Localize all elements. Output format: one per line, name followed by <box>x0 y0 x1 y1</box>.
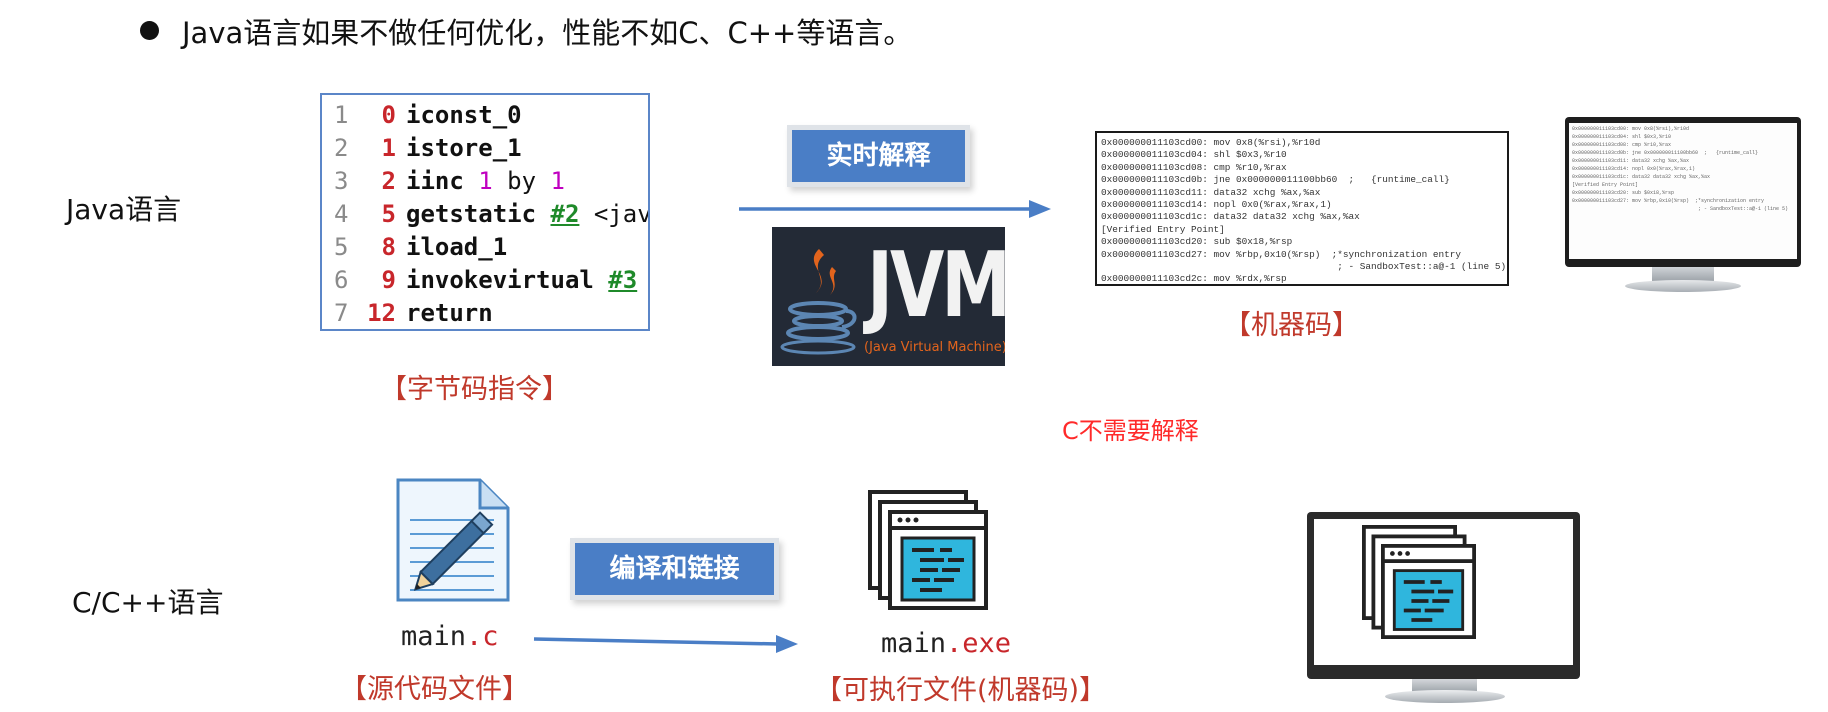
monitor-code-line: 0x000000011103cd1c: data32 data32 xchg %… <box>1572 174 1711 180</box>
bytecode-instruction: iload_1 <box>406 231 507 264</box>
exe-file-base: main <box>881 628 947 659</box>
instruction-token: istore_1 <box>406 134 522 162</box>
instruction-token: getstatic <box>406 200 551 228</box>
monitor-top-base <box>1625 280 1741 292</box>
bytecode-instruction: getstatic #2 <jav <box>406 198 650 231</box>
monitor-top: 0x000000011103cd00: mov 0x8(%rsi),%r10d 0… <box>1565 117 1801 267</box>
executable-window-icon <box>1362 525 1477 640</box>
monitor-code-line: 0x000000011103cd04: shl $0x3,%r10 <box>1572 134 1672 140</box>
machine-code-line: 0x000000011103cd1c: data32 data32 xchg %… <box>1101 211 1360 223</box>
exe-file-caption: 【可执行文件(机器码)】 <box>815 675 1107 706</box>
machine-code-line: 0x000000011103cd00: mov 0x8(%rsi),%r10d <box>1101 137 1321 148</box>
java-cup-icon <box>780 249 857 355</box>
instruction-token: by <box>492 167 551 195</box>
line-number: 3 <box>334 167 349 195</box>
machine-code-line: 0x000000011103cd20: sub $0x18,%rsp <box>1101 236 1293 248</box>
bytecode-offset: 12 <box>367 299 396 327</box>
line-number: 6 <box>334 266 349 294</box>
source-file-caption: 【源代码文件】 <box>340 674 529 705</box>
monitor-code-line: 0x000000011103cd11: data32 xchg %ax,%ax <box>1572 158 1690 164</box>
bullet-dot <box>140 21 159 40</box>
machine-code-line: 0x000000011103cd11: data32 xchg %ax,%ax <box>1101 186 1321 198</box>
line-number: 7 <box>334 299 349 327</box>
source-file-ext: .c <box>466 621 499 652</box>
machine-code-line: 0x000000011103cd08: cmp %r10,%rax <box>1101 161 1287 173</box>
monitor-code-line: 0x000000011103cd08: cmp %r10,%rax <box>1572 142 1672 148</box>
pencil-icon <box>413 511 494 591</box>
machine-code-line: 0x000000011103cd2c: mov %rdx,%rsp <box>1101 273 1287 285</box>
bytecode-instruction: invokevirtual #3 <box>406 264 637 297</box>
instruction-token: 1 <box>550 167 565 195</box>
interpret-label: 实时解释 <box>792 130 965 182</box>
monitor-bottom-screen <box>1314 519 1573 665</box>
jvm-wordmark: JVM <box>867 233 1005 338</box>
monitor-bottom-stand <box>1412 679 1477 693</box>
source-file-name: main.c <box>401 621 499 652</box>
instruction-token: iload_1 <box>406 233 508 261</box>
instruction-token: invokevirtual <box>406 266 609 294</box>
jvm-subtitle: (Java Virtual Machine) <box>864 340 1005 355</box>
monitor-code-line: 0x000000011103cd20: sub $0x18,%rsp <box>1572 190 1675 196</box>
source-file-base: main <box>401 621 467 652</box>
machine-code-caption: 【机器码】 <box>1224 310 1359 341</box>
compile-link-label: 编译和链接 <box>575 543 774 595</box>
line-number: 1 <box>334 101 349 129</box>
line-number: 2 <box>334 134 349 162</box>
monitor-code-line: [Verified Entry Point] <box>1572 182 1639 188</box>
jvm-logo: JVM (Java Virtual Machine) <box>772 227 1005 366</box>
bytecode-box: 1 0 iconst_0 2 1 istore_1 3 2 iinc 1 by 1 4 5 getst… <box>320 93 650 331</box>
monitor-code-line: 0x000000011103cd00: mov 0x8(%rsi),%r10d <box>1572 126 1690 132</box>
bytecode-offset: 1 <box>381 134 396 162</box>
c-no-interpret-note: C不需要解释 <box>1062 417 1199 445</box>
interpret-arrow <box>739 200 1051 218</box>
exe-file-name: main.exe <box>881 628 1011 659</box>
c-row-label: C/C++语言 <box>72 586 224 619</box>
monitor-code-line: ; - SandboxTest::a@-1 (line 5) <box>1572 206 1789 212</box>
bytecode-instruction: istore_1 <box>406 132 522 165</box>
machine-code-line: 0x000000011103cd27: mov %rbp,0x10(%rsp) … <box>1101 248 1462 260</box>
monitor-code-line: 0x000000011103cd27: mov %rbp,0x10(%rsp) … <box>1572 198 1765 204</box>
line-number: 4 <box>334 200 349 228</box>
machine-code-line: 0x000000011103cd14: nopl 0x0(%rax,%rax,1… <box>1101 199 1332 210</box>
compile-arrow <box>533 635 798 653</box>
bytecode-offset: 5 <box>381 200 396 228</box>
machine-code-line: 0x000000011103cd04: shl $0x3,%r10 <box>1101 149 1287 161</box>
monitor-bottom-base <box>1385 690 1505 703</box>
monitor-bottom <box>1307 512 1580 679</box>
java-row-label: Java语言 <box>66 193 182 226</box>
monitor-top-stand <box>1652 267 1714 281</box>
monitor-top-screen: 0x000000011103cd00: mov 0x8(%rsi),%r10d 0… <box>1569 123 1797 259</box>
machine-code-line: 0x000000011103cd0b: jne 0x000000011100bb… <box>1101 174 1450 186</box>
line-number: 5 <box>334 233 349 261</box>
bullet-text: Java语言如果不做任何优化，性能不如C、C++等语言。 <box>182 16 913 50</box>
exe-file-ext: .exe <box>946 628 1012 659</box>
machine-code-line: ; - SandboxTest::a@-1 (line 5) <box>1101 261 1507 272</box>
bytecode-offset: 8 <box>381 233 396 261</box>
monitor-code-line: 0x000000011103cd0b: jne 0x000000011100bb… <box>1572 150 1759 156</box>
bytecode-instruction: iconst_0 <box>406 99 522 132</box>
bytecode-offset: 2 <box>381 167 396 195</box>
bytecode-offset: 0 <box>381 101 396 129</box>
machine-code-line: [Verified Entry Point] <box>1101 223 1225 235</box>
instruction-token: iconst_0 <box>406 101 522 129</box>
bytecode-caption: 【字节码指令】 <box>380 374 569 405</box>
instruction-token: return <box>406 299 493 327</box>
instruction-token: #3 <box>608 266 638 294</box>
bytecode-instruction: return <box>406 297 493 329</box>
instruction-token: iinc <box>406 167 479 195</box>
monitor-code-line: 0x000000011103cd14: nopl 0x0(%rax,%rax,1… <box>1572 166 1696 172</box>
instruction-token: #2 <box>550 200 580 228</box>
bytecode-instruction: iinc 1 by 1 <box>406 165 565 198</box>
instruction-token: <jav <box>579 200 650 228</box>
instruction-token: 1 <box>478 167 493 195</box>
source-file-icon <box>396 478 510 602</box>
executable-file-icon <box>868 490 988 610</box>
bytecode-offset: 9 <box>381 266 396 294</box>
